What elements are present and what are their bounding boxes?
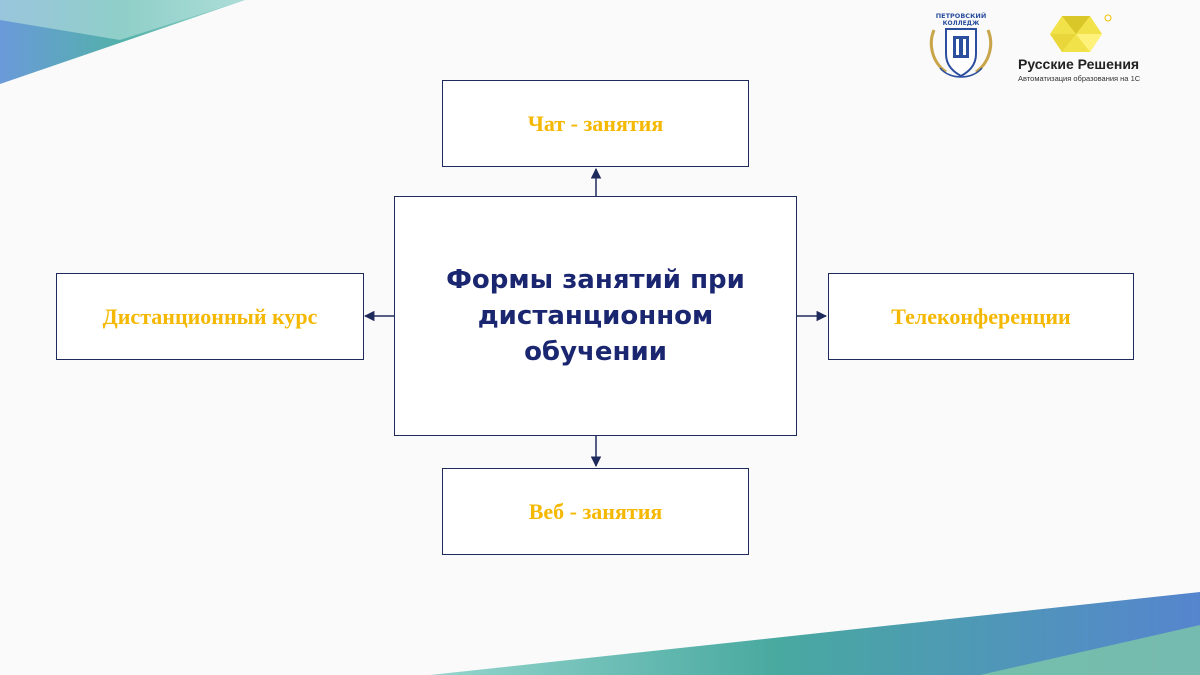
top-node: Чат - занятия [442, 80, 749, 167]
bottom-node-label: Веб - занятия [528, 498, 663, 524]
center-node-label: Формы занятий при дистанционном обучении [446, 265, 745, 367]
company-tagline: Автоматизация образования на 1С [1018, 74, 1141, 83]
college-logo: ПЕТРОВСКИЙ КОЛЛЕДЖ [926, 10, 996, 86]
svg-text:ПЕТРОВСКИЙ: ПЕТРОВСКИЙ [936, 11, 987, 20]
corner-shape-top-left-light [0, 0, 245, 40]
top-node-label: Чат - занятия [527, 110, 664, 136]
svg-text:КОЛЛЕДЖ: КОЛЛЕДЖ [943, 20, 980, 27]
company-emblem-icon [1050, 14, 1112, 52]
left-node-label: Дистанционный курс [102, 303, 318, 329]
left-node: Дистанционный курс [56, 273, 364, 360]
right-node-label: Телеконференции [891, 303, 1071, 329]
corner-shape-bottom-right [430, 592, 1200, 675]
right-node: Телеконференции [828, 273, 1134, 360]
bottom-node: Веб - занятия [442, 468, 749, 555]
company-name: Русские Решения [1018, 56, 1140, 72]
company-logo: Русские Решения Автоматизация образовани… [1018, 12, 1148, 92]
corner-shape-bottom-right-light [980, 625, 1200, 675]
college-emblem-icon: ПЕТРОВСКИЙ КОЛЛЕДЖ [929, 11, 993, 78]
center-node: Формы занятий при дистанционном обучении [394, 196, 797, 436]
